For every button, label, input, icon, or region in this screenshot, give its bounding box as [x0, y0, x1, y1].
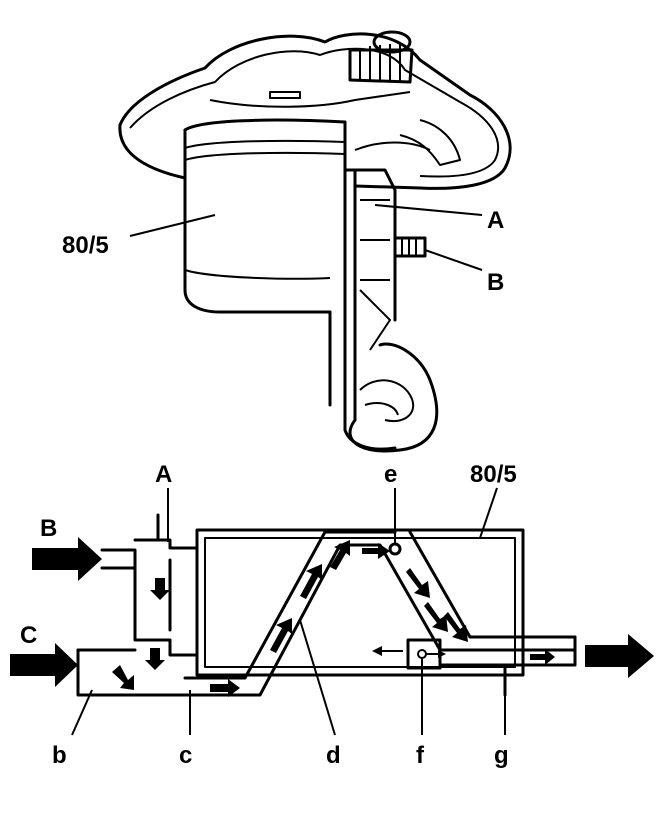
schematic-inlet-a-label: A	[155, 461, 172, 488]
flow-schematic	[10, 487, 654, 736]
schematic-inlet-b-label: B	[40, 515, 57, 542]
schematic-point-d-label: d	[326, 742, 341, 769]
reservoir-illustration	[118, 30, 512, 453]
part-b-label: B	[487, 269, 504, 296]
schematic-point-c-label: c	[179, 742, 192, 769]
schematic-point-f-label: f	[416, 742, 425, 769]
schematic-inlet-c-label: C	[20, 622, 37, 649]
part-a-label: A	[487, 207, 504, 234]
reservoir-label: 80/5	[62, 232, 109, 259]
reservoir-box	[195, 528, 525, 677]
schematic-reservoir-label: 80/5	[470, 461, 517, 488]
schematic-point-b-label: b	[52, 742, 67, 769]
schematic-point-g-label: g	[494, 742, 509, 769]
schematic-point-e-label: e	[384, 461, 397, 488]
